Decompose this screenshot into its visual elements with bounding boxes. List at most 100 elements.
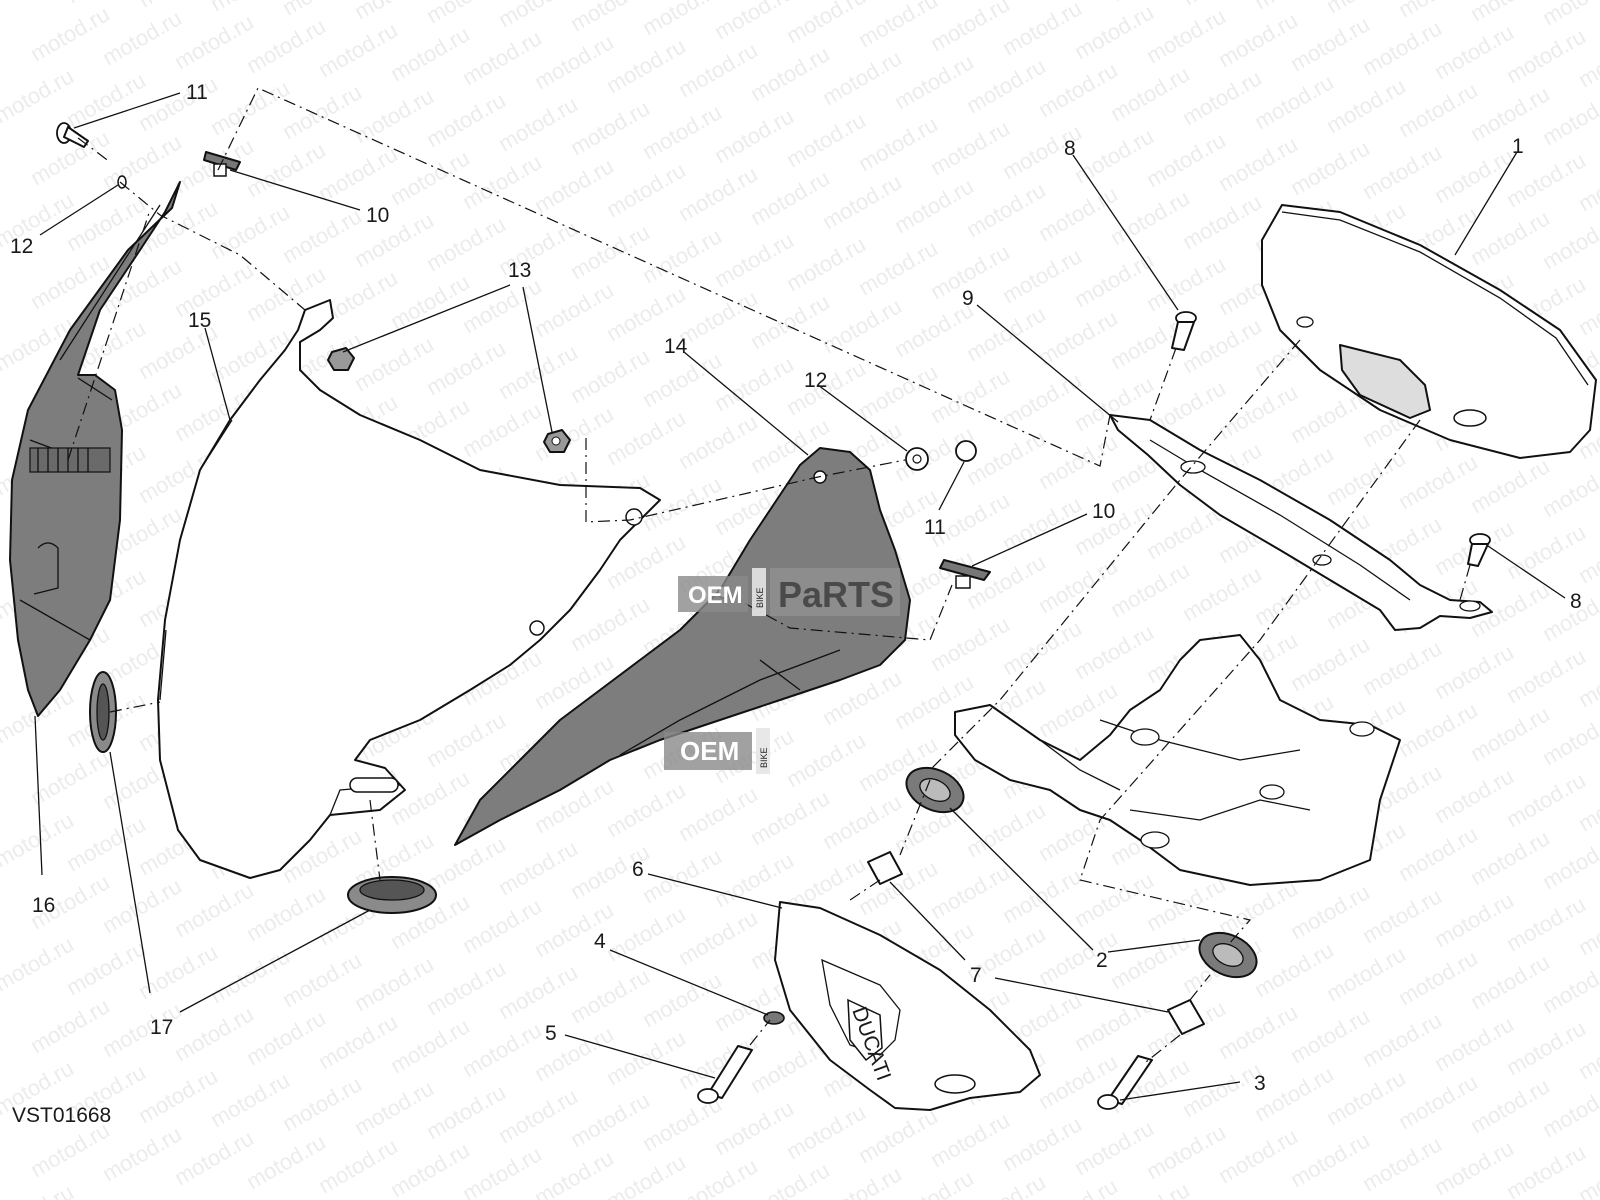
watermark-text: motod.ru bbox=[1322, 941, 1410, 1006]
watermark-text: motod.ru bbox=[746, 289, 834, 354]
watermark-text: motod.ru bbox=[62, 935, 150, 1000]
watermark-text: motod.ru bbox=[1358, 15, 1446, 80]
callout-11-lower: 11 bbox=[924, 516, 946, 539]
callout-10-upper: 10 bbox=[366, 204, 389, 227]
watermark-text: motod.ru bbox=[674, 905, 762, 970]
watermark-text: motod.ru bbox=[1394, 697, 1482, 762]
watermark-text: motod.ru bbox=[458, 893, 546, 958]
callout-11-upper: 11 bbox=[186, 81, 208, 104]
watermark-text: motod.ru bbox=[350, 83, 438, 148]
watermark-text: motod.ru bbox=[386, 269, 474, 334]
watermark-text: motod.ru bbox=[1466, 949, 1554, 1014]
callout-7: 7 bbox=[970, 964, 982, 987]
part-support-bracket bbox=[954, 634, 1401, 886]
watermark-text: motod.ru bbox=[458, 25, 546, 90]
watermark-text: motod.ru bbox=[1394, 449, 1482, 514]
watermark-text: motod.ru bbox=[854, 359, 942, 424]
watermark-text: motod.ru bbox=[278, 1071, 366, 1136]
watermark-text: motod.ru bbox=[566, 963, 654, 1028]
watermark-text: motod.ru bbox=[134, 1063, 222, 1128]
watermark-text: motod.ru bbox=[566, 219, 654, 284]
watermark-text: motod.ru bbox=[998, 367, 1086, 432]
watermark-text: motod.ru bbox=[890, 173, 978, 238]
part-17-grommet-a bbox=[89, 671, 117, 753]
watermark-text: motod.ru bbox=[1034, 305, 1122, 370]
callout-1: 1 bbox=[1512, 135, 1524, 158]
watermark-text: motod.ru bbox=[638, 99, 726, 164]
watermark-text: motod.ru bbox=[602, 33, 690, 98]
watermark-text: motod.ru bbox=[566, 591, 654, 656]
watermark-text: motod.ru bbox=[998, 1111, 1086, 1176]
watermark-text: motod.ru bbox=[1178, 561, 1266, 626]
watermark-text: motod.ru bbox=[602, 1149, 690, 1200]
watermark-text: motod.ru bbox=[854, 111, 942, 176]
watermark-text: motod.ru bbox=[674, 781, 762, 846]
watermark-text: motod.ru bbox=[494, 91, 582, 156]
watermark-text: motod.ru bbox=[1502, 891, 1590, 956]
watermark-text: motod.ru bbox=[1070, 1115, 1158, 1180]
part-2-rubber-damper-a bbox=[905, 766, 965, 814]
watermark-text: motod.ru bbox=[26, 1117, 114, 1182]
watermark-text: motod.ru bbox=[782, 727, 870, 792]
watermark-text: motod.ru bbox=[1034, 57, 1122, 122]
watermark-text: motod.ru bbox=[674, 161, 762, 226]
watermark-text: motod.ru bbox=[818, 1161, 906, 1200]
badge-2-left: OEM bbox=[680, 736, 739, 766]
watermark-text: motod.ru bbox=[494, 339, 582, 404]
watermark-text: motod.ru bbox=[1430, 1011, 1518, 1076]
watermark-text: motod.ru bbox=[530, 1021, 618, 1086]
part-15-left-fairing-cover bbox=[157, 299, 661, 879]
watermark-text: motod.ru bbox=[998, 863, 1086, 928]
watermark-text: motod.ru bbox=[1286, 135, 1374, 200]
watermark-text: motod.ru bbox=[242, 1129, 330, 1194]
watermark-text: motod.ru bbox=[350, 951, 438, 1016]
part-2-rubber-damper-b bbox=[1198, 931, 1258, 979]
watermark-text: motod.ru bbox=[62, 811, 150, 876]
watermark-text: motod.ru bbox=[1106, 929, 1194, 994]
watermark-text: motod.ru bbox=[98, 873, 186, 938]
watermark-text: motod.ru bbox=[98, 1121, 186, 1186]
watermark-text: motod.ru bbox=[206, 1067, 294, 1132]
watermark-text: motod.ru bbox=[1106, 1177, 1194, 1200]
callout-13: 13 bbox=[508, 259, 531, 282]
watermark-text: motod.ru bbox=[1034, 553, 1122, 618]
watermark-text: motod.ru bbox=[890, 49, 978, 114]
watermark-text: motod.ru bbox=[134, 0, 222, 12]
watermark-text: motod.ru bbox=[674, 37, 762, 102]
watermark-text: motod.ru bbox=[1142, 1119, 1230, 1184]
watermark-text: motod.ru bbox=[1070, 247, 1158, 312]
watermark-text: motod.ru bbox=[170, 877, 258, 942]
watermark-text: motod.ru bbox=[962, 53, 1050, 118]
part-17-grommet-b bbox=[347, 876, 437, 914]
watermark-text: motod.ru bbox=[458, 149, 546, 214]
watermark-text: motod.ru bbox=[710, 227, 798, 292]
part-10-clip-nut-right bbox=[939, 559, 991, 589]
watermark-text: motod.ru bbox=[1430, 1135, 1518, 1200]
watermark-text: motod.ru bbox=[1358, 1131, 1446, 1196]
watermark-text: motod.ru bbox=[170, 9, 258, 74]
watermark-text: motod.ru bbox=[710, 1095, 798, 1160]
watermark-text: motod.ru bbox=[962, 177, 1050, 242]
watermark-text: motod.ru bbox=[1178, 189, 1266, 254]
watermark-text: motod.ru bbox=[1430, 763, 1518, 828]
callout-8-lower: 8 bbox=[1570, 590, 1582, 613]
watermark-text: motod.ru bbox=[1070, 619, 1158, 684]
watermark-text: motod.ru bbox=[602, 157, 690, 222]
watermark-text: motod.ru bbox=[962, 301, 1050, 366]
watermark-text: motod.ru bbox=[350, 331, 438, 396]
watermark-text: motod.ru bbox=[1214, 7, 1302, 72]
watermark-text: motod.ru bbox=[1466, 1073, 1554, 1138]
watermark-text: motod.ru bbox=[1286, 631, 1374, 696]
watermark-text: motod.ru bbox=[602, 901, 690, 966]
watermark-text: motod.ru bbox=[818, 45, 906, 110]
watermark-text: motod.ru bbox=[1538, 0, 1600, 30]
watermark-text: motod.ru bbox=[1394, 945, 1482, 1010]
part-9-mounting-bracket bbox=[1109, 414, 1493, 631]
watermark-text: motod.ru bbox=[818, 789, 906, 854]
watermark-text: motod.ru bbox=[566, 1087, 654, 1152]
watermark-text: motod.ru bbox=[854, 235, 942, 300]
watermark-text: motod.ru bbox=[998, 243, 1086, 308]
watermark-text: motod.ru bbox=[998, 615, 1086, 680]
part-11-screw-upper-left bbox=[56, 122, 89, 148]
watermark-text: motod.ru bbox=[98, 5, 186, 70]
